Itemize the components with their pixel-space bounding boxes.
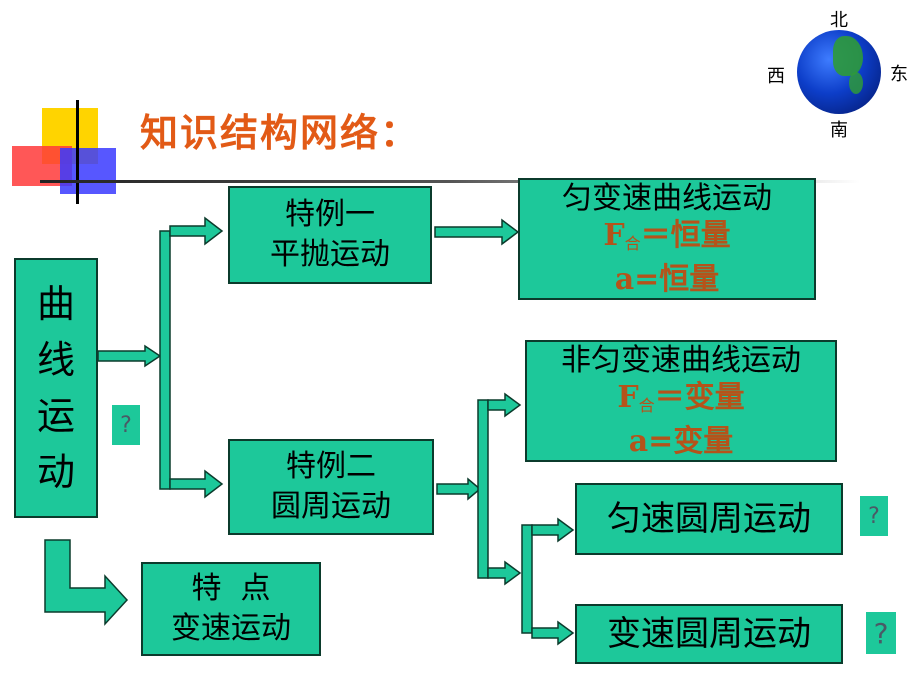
uniform-curve-box: 匀变速曲线运动 F合＝恒量 a=恒量	[518, 178, 816, 300]
compass-south: 南	[830, 120, 848, 141]
arrow-to-circle-branch	[487, 560, 522, 586]
uniform-circle-label: 匀速圆周运动	[607, 499, 811, 539]
nonuniform-curve-force: F合＝变量	[617, 380, 745, 415]
question-mark-uniform-circle[interactable]: ?	[860, 496, 888, 536]
branch-bus-3	[521, 524, 533, 634]
deco-vertical-line	[76, 100, 79, 204]
question-mark-variable-circle[interactable]: ?	[866, 612, 896, 654]
special2-box: 特例二 圆周运动	[228, 439, 434, 535]
branch-bus-2	[477, 399, 489, 579]
uniform-curve-accel: a=恒量	[614, 262, 720, 297]
feature-line2: 变速运动	[171, 611, 291, 646]
root-char-4: 动	[36, 450, 75, 494]
arrow-to-feature	[44, 539, 129, 626]
page-title: 知识结构网络：	[140, 111, 421, 155]
deco-blue-square	[60, 148, 116, 194]
special1-line2: 平抛运动	[270, 237, 390, 272]
globe-icon	[797, 30, 881, 114]
feature-line1: 特 点	[191, 571, 271, 606]
special2-line1: 特例二	[286, 449, 376, 484]
arrow-to-special2	[169, 469, 224, 499]
root-char-3: 运	[36, 394, 75, 438]
branch-bus	[159, 230, 171, 490]
question-mark-root[interactable]: ?	[112, 405, 140, 445]
special2-line2: 圆周运动	[271, 489, 391, 524]
uniform-curve-force: F合＝恒量	[603, 218, 731, 253]
compass-west: 西	[767, 66, 785, 87]
special1-box: 特例一 平抛运动	[228, 186, 432, 284]
special1-line1: 特例一	[285, 197, 375, 232]
variable-circle-label: 变速圆周运动	[607, 614, 811, 654]
nonuniform-curve-title: 非匀变速曲线运动	[561, 343, 801, 378]
deco-horizontal-line	[40, 180, 860, 183]
compass-east: 东	[890, 64, 908, 85]
arrow-special1-to-uniform	[434, 218, 520, 246]
arrow-to-uniform-circle	[531, 517, 575, 543]
nonuniform-curve-box: 非匀变速曲线运动 F合＝变量 a=变量	[525, 340, 837, 462]
arrow-root-to-branch	[97, 344, 162, 368]
arrow-to-special1	[169, 216, 224, 246]
nonuniform-curve-accel: a=变量	[628, 424, 734, 459]
root-char-1: 曲	[36, 282, 75, 326]
arrow-special2-to-branch	[436, 477, 482, 501]
root-box-curved-motion: 曲 线 运 动	[14, 258, 98, 518]
arrow-to-variable-circle	[531, 620, 575, 646]
feature-box: 特 点 变速运动	[141, 562, 321, 656]
uniform-curve-title: 匀变速曲线运动	[562, 181, 772, 216]
uniform-circle-box: 匀速圆周运动	[575, 483, 843, 555]
compass-north: 北	[830, 10, 848, 31]
variable-circle-box: 变速圆周运动	[575, 604, 843, 664]
root-char-2: 线	[36, 338, 75, 382]
arrow-to-nonuniform	[487, 392, 522, 418]
